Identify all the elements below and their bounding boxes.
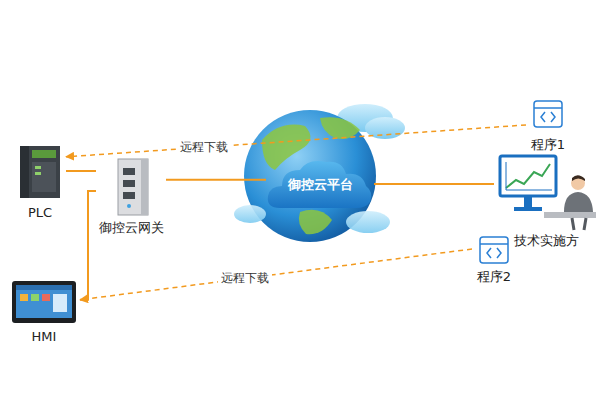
monitor-base [514,207,542,211]
gateway-port [123,180,135,187]
person-head [571,176,585,190]
device-label: 御控云网关 [99,220,164,235]
network-link [166,179,266,181]
gateway-body [118,159,148,215]
cloud-outline [268,161,372,208]
desk [544,212,596,218]
hmi-screen [16,285,72,318]
device-label: 程序1 [531,137,565,152]
network-link [374,183,494,185]
gateway-led [127,204,131,208]
plc-led [35,166,41,169]
hmi-panel [53,294,67,312]
gateway-device [118,159,148,215]
monitor-chart [506,164,550,188]
dashed-download-arrow [80,249,472,300]
gateway-port [123,192,135,199]
icon-code-symbol [541,112,555,122]
gateway-port [123,168,135,175]
gateway-side [141,159,148,215]
cloud-globe [234,104,405,242]
plc-node: PLC [14,142,66,220]
icon-frame [534,101,562,127]
monitor-stand [524,197,532,207]
plc-strip [32,150,56,158]
person-hair [572,175,585,181]
gateway-node: 御控云网关 [96,155,166,235]
monitor [500,156,556,196]
globe-land [299,210,332,234]
plc-body [20,146,60,198]
icon-code-symbol [487,248,501,258]
network-link [80,191,96,300]
device-label: PLC [28,205,52,220]
program-icon [534,101,562,127]
platform-name: 御控云平台 [288,177,353,192]
device-label: 程序2 [477,269,511,284]
program-node: 程序2 [472,234,516,284]
plc-device [20,146,60,198]
device-label: 技术实施方 [514,233,579,248]
hmi-icon [42,294,50,301]
globe-land [320,117,360,139]
plc-led [35,172,41,175]
dashed-download-arrow [66,125,526,157]
device-label: HMI [32,329,57,344]
hmi-bar [16,285,72,290]
engineer-node: 技术实施方 [494,150,598,248]
plc-side [20,146,29,198]
cloud-puff [346,211,390,233]
hmi-device [12,281,76,323]
globe-land [262,125,310,170]
person-body [564,192,593,212]
hmi-icon [20,294,28,301]
person-legs [572,218,586,230]
hmi-bezel [12,281,76,323]
icon-frame [480,237,508,263]
program-node: 程序1 [526,98,570,152]
hmi-node: HMI [8,278,80,344]
network-link [66,170,96,172]
program-icon [480,237,508,263]
cloud-puff [234,205,266,223]
icon-bar [534,107,562,109]
monitor-axis [506,162,552,190]
icon-bar [480,243,508,245]
edge-label: 远程下载 [177,140,231,154]
edge-label: 远程下载 [218,271,272,285]
hmi-icon [31,294,39,301]
cloud-platform: 御控云平台 [266,158,374,210]
plc-panel [32,162,56,192]
engineer-workstation [500,156,596,230]
